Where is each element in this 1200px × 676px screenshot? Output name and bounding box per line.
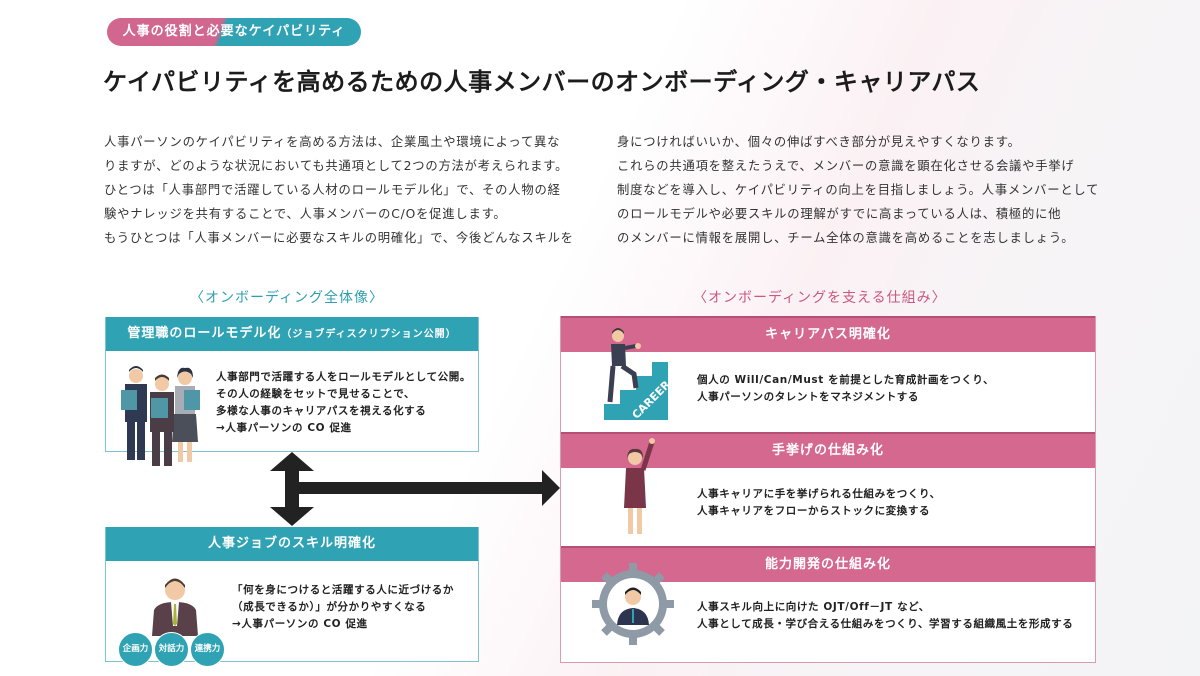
skills-title: 人事ジョブのスキル明確化 (207, 536, 376, 551)
skills-header: 人事ジョブのスキル明確化 (106, 527, 478, 561)
desc-line: 「何を身につけると活躍する人に近づけるか (232, 584, 454, 596)
desc-line: 人事として成長・学び合える仕組みをつくり、学習する組織風土を形成する (697, 618, 1074, 630)
three-people-illustration (121, 366, 200, 466)
skill-badge-collaboration: 連携力 (190, 632, 225, 667)
desc-line: 人事キャリアをフローからストックに変換する (697, 505, 931, 517)
career-path-header: キャリアパス明確化 (561, 316, 1095, 352)
skill-badge-dialogue: 対話力 (154, 632, 189, 667)
desc-line: 人事部門で活躍する人をロールモデルとして公開。 (216, 371, 471, 383)
intro-line: 制度などを導入し、ケイパビリティの向上を目指しましょう。人事メンバーとして (617, 183, 1100, 197)
onboarding-overview-heading: 〈オンボーディング全体像〉 (190, 290, 385, 306)
raise-hand-title: 手挙げの仕組み化 (771, 443, 884, 458)
intro-left-paragraph: 人事パーソンのケイパビリティを高める方法は、企業風土や環境によって異な りますが… (104, 130, 574, 250)
intro-line: 験やナレッジを共有することで、人事メンバーのC/Oを促進します。 (104, 207, 507, 221)
page-title: ケイパビリティを高めるための人事メンバーのオンボーディング・キャリアパス (103, 68, 981, 96)
intro-line: のメンバーに情報を展開し、チーム全体の意識を高めることを志しましょう。 (617, 231, 1075, 245)
woman-raising-hand-illustration (624, 438, 655, 534)
intro-line: これらの共通項を整えたうえで、メンバーの意識を顕在化させる会議や手挙げ (617, 159, 1075, 173)
desc-line: 人事キャリアに手を挙げられる仕組みをつくり、 (697, 488, 941, 500)
desc-line: （成長できるか）」が分かりやすくなる (232, 601, 427, 613)
desc-line: →人事パーソンの CO 促進 (232, 618, 368, 630)
category-tag: 人事の役割と必要なケイパビリティ (107, 18, 361, 46)
skill-badge-planning: 企画力 (118, 632, 153, 667)
intro-line: もうひとつは「人事メンバーに必要なスキルの明確化」で、今後どんなスキルを (104, 231, 574, 245)
desc-line: その人の経験をセットで見せることで、 (216, 388, 416, 400)
raise-hand-description: 人事キャリアに手を挙げられる仕組みをつくり、 人事キャリアをフローからストックに… (697, 486, 941, 520)
career-stairs-illustration: CAREER (604, 328, 670, 422)
intro-line: 身につければいいか、個々の伸ばすべき部分が見えやすくなります。 (617, 135, 1021, 149)
gear-person-illustration (592, 563, 674, 645)
skills-description: 「何を身につけると活躍する人に近づけるか （成長できるか）」が分かりやすくなる … (232, 582, 454, 633)
role-model-title: 管理職のロールモデル化 (127, 326, 282, 341)
intro-line: 人事パーソンのケイパビリティを高める方法は、企業風土や環境によって異な (104, 135, 561, 149)
onboarding-support-heading: 〈オンボーディングを支える仕組み〉 (693, 290, 947, 306)
intro-right-paragraph: 身につければいいか、個々の伸ばすべき部分が見えやすくなります。 これらの共通項を… (617, 130, 1099, 250)
desc-line: 個人の Will/Can/Must を前提とした育成計画をつくり、 (697, 374, 995, 386)
desc-line: 人事スキル向上に向けた OJT/Off－JT など、 (697, 601, 930, 613)
right-arrow-icon (298, 470, 560, 506)
vertical-double-arrow-icon (270, 452, 314, 526)
connector-arrows (270, 452, 560, 526)
intro-line: りますが、どのような状況においても共通項として2つの方法が考えられます。 (104, 159, 569, 173)
skill-development-description: 人事スキル向上に向けた OJT/Off－JT など、 人事として成長・学び合える… (697, 599, 1073, 633)
career-path-description: 個人の Will/Can/Must を前提とした育成計画をつくり、 人事パーソン… (697, 372, 994, 406)
businessman-illustration (152, 578, 198, 636)
desc-line: →人事パーソンの CO 促進 (216, 422, 352, 434)
skill-development-title: 能力開発の仕組み化 (764, 557, 891, 572)
intro-line: のロールモデルや必要スキルの理解がすでに高まっている人は、積極的に他 (617, 207, 1062, 221)
desc-line: 人事パーソンのタレントをマネジメントする (697, 391, 919, 403)
intro-line: ひとつは「人事部門で活躍している人材のロールモデル化」で、その人物の経 (104, 183, 561, 197)
role-model-header: 管理職のロールモデル化（ジョブディスクリプション公開） (106, 317, 478, 351)
career-path-box: キャリアパス明確化 (560, 316, 1096, 433)
role-model-subtitle: （ジョブディスクリプション公開） (281, 329, 457, 340)
career-path-title: キャリアパス明確化 (765, 327, 891, 342)
desc-line: 多様な人事のキャリアパスを視える化する (216, 405, 427, 417)
role-model-description: 人事部門で活躍する人をロールモデルとして公開。 その人の経験をセットで見せること… (216, 369, 471, 437)
